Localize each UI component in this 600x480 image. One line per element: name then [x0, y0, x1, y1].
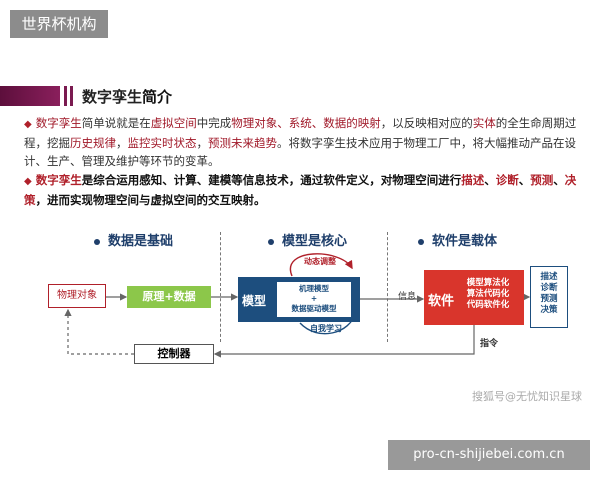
model-inner-box: 机理模型 + 数据驱动模型 — [276, 281, 352, 318]
highlight-text: 数字孪生 — [35, 173, 82, 187]
body-text: ， — [116, 136, 128, 150]
principle-data-box: 原理+数据 — [127, 286, 211, 308]
body-text: ， — [196, 136, 209, 150]
section-heading-data: 数据是基础 — [94, 230, 173, 249]
diamond-bullet-icon: ◆ — [24, 119, 32, 130]
highlight-text: 历史规律 — [70, 136, 116, 150]
model-label: 模型 — [242, 294, 267, 308]
title-prefix: 数字孪生 — [82, 88, 143, 106]
arrow-command-to-controller — [213, 325, 475, 358]
source-url-banner: pro-cn-shijiebei.com.cn — [388, 440, 590, 470]
intro-paragraph-1: ◆数字孪生简单说就是在虚拟空间中完成物理对象、系统、数据的映射，以反映相对应的实… — [24, 114, 584, 170]
title-accent-bar — [0, 86, 60, 106]
body-text: ，以反映相对应的 — [380, 116, 473, 130]
body-text: 、 — [553, 173, 565, 187]
page-title: 数字孪生简介 — [82, 86, 172, 107]
controller-box: 控制器 — [134, 344, 214, 364]
highlight-text: 实体 — [472, 116, 496, 130]
body-text: 中完成 — [196, 116, 232, 130]
section-heading-model: 模型是核心 — [268, 230, 347, 249]
highlight-text: 数字孪生 — [35, 116, 82, 130]
highlight-text: 诊断 — [495, 173, 519, 187]
body-text: 、 — [518, 173, 531, 187]
title-accent-stripe — [70, 86, 73, 106]
info-label: 信息 — [398, 292, 417, 302]
body-text: 是综合运用感知、计算、建模等信息技术，通过软件定义，对物理空间进行 — [81, 173, 462, 187]
body-text: ，进而实现物理空间与虚拟空间的交互映射。 — [35, 193, 266, 207]
body-text: 、 — [484, 173, 496, 187]
software-label: 软件 — [428, 294, 455, 309]
bullet-dot-icon — [268, 238, 274, 245]
highlight-text: 物理对象、系统、数据的映射 — [231, 116, 381, 130]
command-label: 指令 — [480, 339, 499, 349]
physical-object-box: 物理对象 — [48, 284, 106, 308]
software-box — [424, 270, 524, 325]
section-heading-software: 软件是载体 — [418, 230, 497, 249]
dashed-separator — [220, 232, 221, 342]
body-text: 简单说就是在 — [81, 116, 151, 130]
diamond-bullet-icon: ◆ — [24, 176, 32, 187]
highlight-text: 虚拟空间 — [150, 116, 197, 130]
paragraph-1-text: 数字孪生简单说就是在虚拟空间中完成物理对象、系统、数据的映射，以反映相对应的实体… — [24, 116, 576, 168]
title-accent-stripe — [64, 86, 67, 106]
loop-arrow-top — [289, 253, 353, 277]
highlight-text: 描述 — [461, 173, 485, 187]
title-emph: 简介 — [142, 88, 173, 106]
highlight-text: 决策 — [24, 173, 577, 207]
highlight-text: 预测未来趋势 — [208, 136, 277, 150]
body-text: 的全生命周期过程，挖掘 — [24, 116, 577, 150]
dynamic-adjust-label: 动态调整 — [304, 257, 336, 266]
watermark-text: 搜狐号@无忧知识星球 — [472, 390, 582, 403]
logo-badge: 世界杯机构 — [10, 10, 108, 38]
highlight-text: 监控实时状态 — [127, 136, 197, 150]
paragraph-2-text: 数字孪生是综合运用感知、计算、建模等信息技术，通过软件定义，对物理空间进行描述、… — [24, 173, 576, 207]
highlight-text: 预测 — [530, 173, 554, 187]
arrow-controller-to-physical — [64, 308, 134, 355]
bullet-dot-icon — [418, 238, 424, 245]
intro-paragraph-2: ◆数字孪生是综合运用感知、计算、建模等信息技术，通过软件定义，对物理空间进行描述… — [24, 171, 584, 209]
dashed-separator — [387, 232, 388, 342]
body-text: 。将数字孪生技术应用于物理工厂中，将大幅推动产品在设计、生产、管理及维护等环节的… — [24, 136, 576, 168]
self-learning-label: 自我学习 — [310, 324, 342, 333]
software-inner-text: 模型算法化 算法代码化 代码软件化 — [466, 278, 510, 310]
bullet-dot-icon — [94, 238, 100, 245]
outputs-box: 描述 诊断 预测 决策 — [530, 266, 568, 328]
